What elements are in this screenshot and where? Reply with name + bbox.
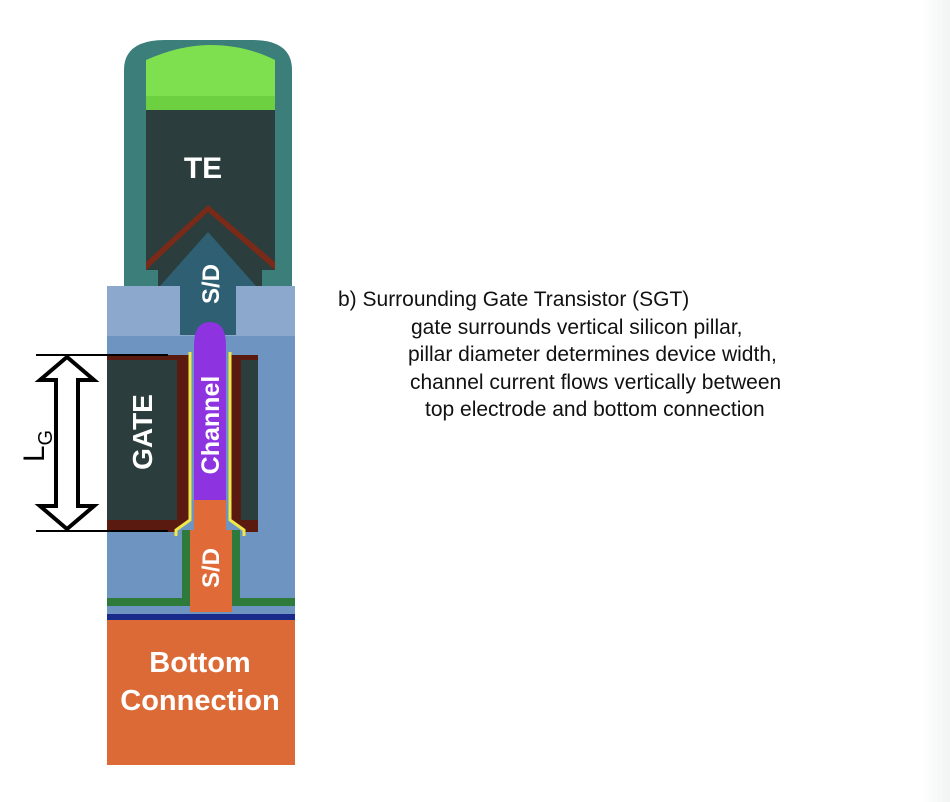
gate-label: GATE bbox=[127, 394, 158, 470]
bottom-connection-region bbox=[107, 620, 295, 765]
gate-length-subscript: G bbox=[35, 430, 57, 446]
top-sd-label: S/D bbox=[198, 264, 225, 304]
channel-region bbox=[194, 322, 226, 500]
description-line: top electrode and bottom connection bbox=[425, 398, 765, 421]
description-line: gate surrounds vertical silicon pillar, bbox=[411, 315, 743, 339]
te-label: TE bbox=[184, 152, 222, 185]
bottom-green-liner bbox=[107, 530, 295, 620]
description-line: pillar diameter determines device width, bbox=[408, 343, 777, 366]
gate-structure bbox=[107, 355, 295, 535]
bottom-sd-label: S/D bbox=[198, 548, 225, 588]
gate-length-main: L bbox=[18, 445, 51, 462]
description-line: channel current flows vertically between bbox=[410, 370, 782, 394]
gate-length-arrow bbox=[34, 354, 168, 532]
channel-label: Channel bbox=[197, 376, 225, 475]
interface-liner bbox=[174, 352, 246, 536]
bottom-sd-region bbox=[190, 500, 232, 612]
right-edge-shade bbox=[920, 0, 950, 802]
gate-length-symbol: LG bbox=[18, 430, 57, 462]
description-block: b) Surrounding Gate Transistor (SGT) gat… bbox=[338, 286, 938, 424]
bottom-connection-label-line1: Bottom bbox=[149, 647, 250, 679]
bottom-connection-label-line2: Connection bbox=[120, 685, 280, 717]
top-sd-flare bbox=[160, 232, 256, 286]
description-heading: b) Surrounding Gate Transistor (SGT) bbox=[338, 288, 690, 311]
